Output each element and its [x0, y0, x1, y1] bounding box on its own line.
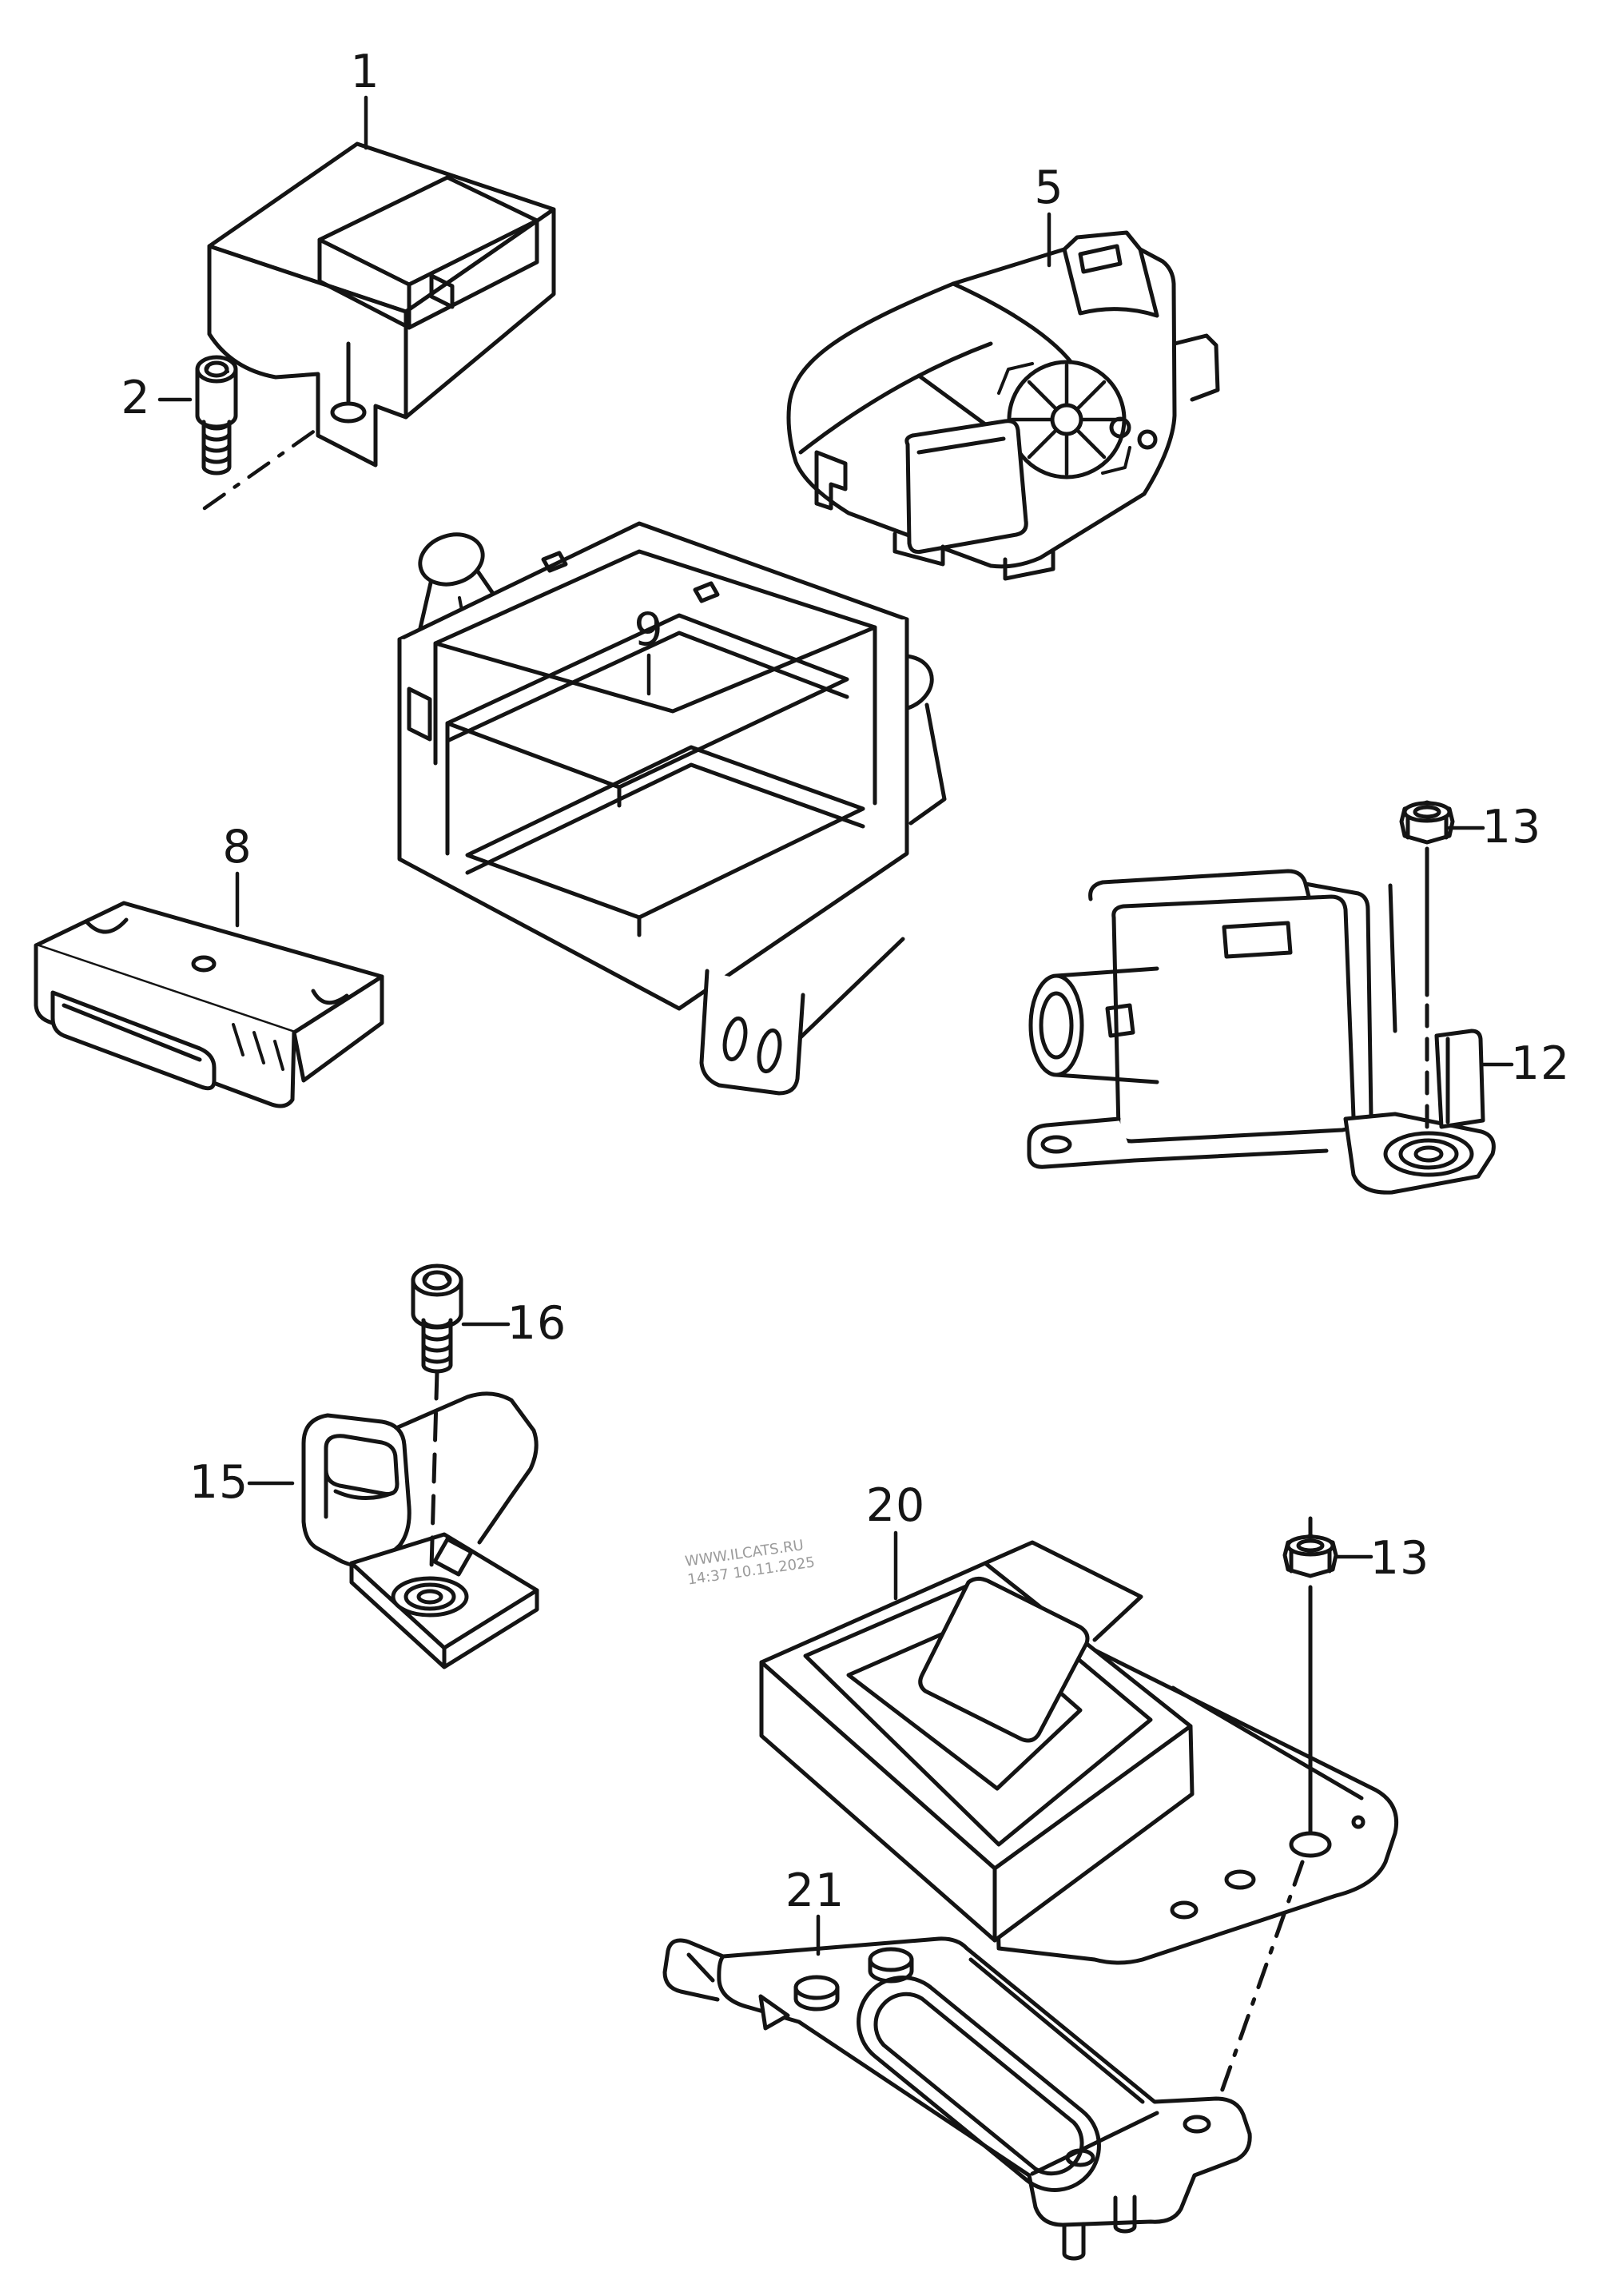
callout-label-20: 20 — [865, 1479, 926, 1532]
callout-label-15: 15 — [189, 1456, 249, 1509]
callout-label-16: 16 — [507, 1297, 567, 1350]
callout-label-13-lower: 13 — [1369, 1532, 1430, 1585]
callout-label-1: 1 — [350, 46, 380, 98]
part-2-screw-drawing — [195, 355, 320, 511]
bolt-16-assembly-leader — [429, 1369, 439, 1570]
part-5-control-unit-fan-drawing — [786, 230, 1220, 581]
part-1-control-unit-drawing — [207, 141, 556, 468]
callout-label-9: 9 — [634, 603, 664, 656]
nut-13-lower-drawing — [1218, 1516, 1338, 2096]
callout-label-2: 2 — [121, 372, 151, 424]
part-8-control-unit-drawing — [34, 901, 384, 1108]
callout-label-8: 8 — [222, 821, 252, 873]
bolt-16-drawing — [411, 1263, 463, 1570]
nut-13-lower-leader-dashed — [1218, 1860, 1305, 2096]
callout-label-12: 12 — [1510, 1037, 1571, 1090]
part-21-bracket-drawing — [662, 1936, 1252, 2261]
callout-label-21: 21 — [785, 1864, 845, 1917]
part-15-sensor-drawing — [301, 1391, 539, 1669]
callout-leader-lines — [157, 95, 1514, 1956]
nut-13-upper-drawing — [1399, 800, 1455, 1136]
part-9-carrier-bracket-drawing — [397, 521, 947, 1096]
screw-2-assembly-leader — [202, 426, 320, 511]
callout-label-5: 5 — [1034, 161, 1064, 214]
callout-label-13-upper: 13 — [1481, 801, 1542, 854]
part-12-sensor-drawing — [1027, 869, 1496, 1195]
part-20-control-unit-drawing — [759, 1540, 1399, 1965]
